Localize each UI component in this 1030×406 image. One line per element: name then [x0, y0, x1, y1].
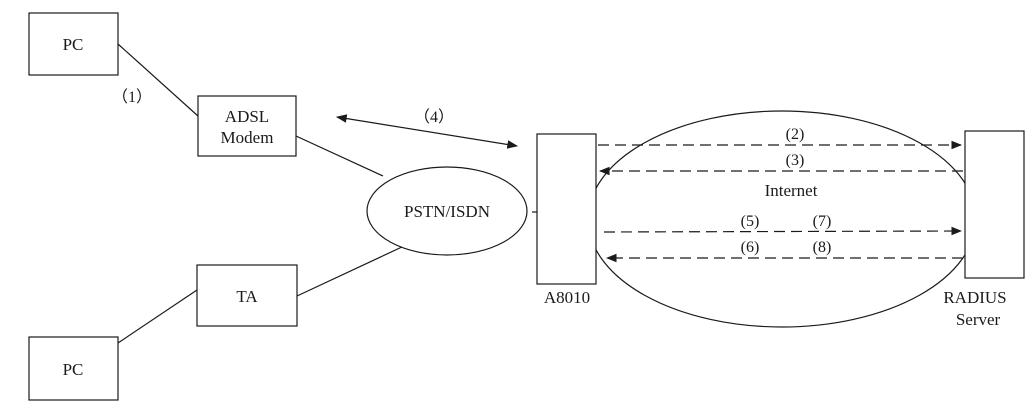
ta-label: TA — [236, 287, 258, 306]
server-label: Server — [956, 310, 1001, 329]
ta-box — [196, 264, 298, 327]
adsl-label: ADSL — [225, 107, 269, 126]
pstn-label: PSTN/ISDN — [404, 202, 490, 221]
radius-server-box — [964, 130, 1025, 279]
a8010-label: A8010 — [544, 288, 590, 307]
step-8-label: (8) — [813, 239, 832, 256]
step-6-label: (6) — [741, 239, 760, 256]
step-1-label: （1） — [112, 88, 152, 106]
link-pc-top-adsl — [117, 43, 199, 117]
modem-label: Modem — [221, 128, 274, 147]
pc-bottom-box — [28, 336, 119, 401]
pc-top-box — [28, 12, 119, 76]
adsl-modem-box — [197, 95, 297, 157]
arrow-step-4 — [335, 114, 519, 149]
step-2-label: (2) — [786, 126, 805, 143]
pc-bottom-label: PC — [63, 360, 84, 379]
pstn-ellipse — [366, 166, 528, 256]
step-7-label: (7) — [813, 213, 832, 230]
link-pc-bottom-ta — [117, 289, 198, 344]
step-5-label: (5) — [741, 213, 760, 230]
link-ta-pstn — [296, 245, 405, 297]
link-adsl-pstn — [295, 135, 384, 177]
internet-label: Internet — [765, 181, 818, 200]
a8010-box — [536, 133, 597, 285]
step-4-label: （4） — [414, 108, 454, 126]
arrow-step-5-7 — [603, 226, 963, 236]
step-3-label: (3) — [786, 152, 805, 169]
internet-cloud — [587, 110, 977, 328]
pc-top-label: PC — [63, 35, 84, 54]
radius-label: RADIUS — [943, 288, 1006, 307]
